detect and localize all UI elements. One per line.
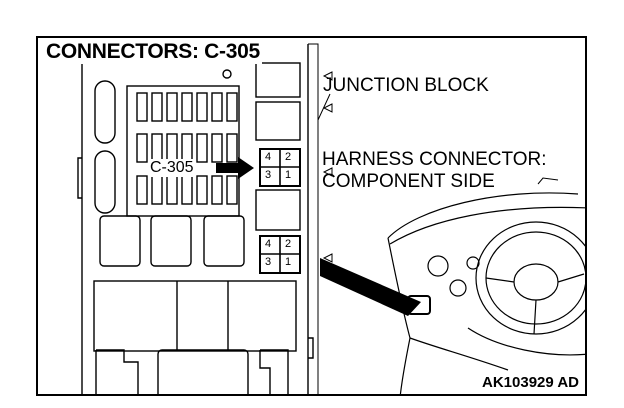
junction-block-label: JUNCTION BLOCK [323,75,489,96]
relay-block [150,215,192,267]
fuse-row-mid [136,133,238,163]
harness-connector-label: HARNESS CONNECTOR: [322,149,547,170]
oval-slot [94,150,116,214]
callout-wedge [320,258,421,316]
pin-number: 3 [265,169,272,181]
connector-c305-highlight [259,148,301,187]
pin-number: 1 [285,256,292,268]
bottom-connector [157,349,249,394]
diagram-frame: CONNECTORS: C-305 JUNCTION BLOCK HARNESS… [36,36,587,396]
page-title: CONNECTORS: C-305 [44,40,262,64]
c305-label: C-305 [149,159,195,177]
pin-number: 4 [265,151,272,163]
fuse-row-bottom [136,175,238,205]
dashboard-illustration [387,192,585,394]
fuse-row-top [136,92,238,122]
connector-lower [259,235,301,274]
component-side-label: COMPONENT SIDE [322,171,495,192]
relay-box [255,101,301,141]
junction-block-drawing [77,43,585,394]
block-outline [81,44,309,394]
c305-arrow [216,157,254,179]
bottom-connector [95,349,139,394]
screw-hole [222,69,232,79]
pin-number: 2 [285,151,292,163]
pin-number: 4 [265,238,272,250]
oval-slot [94,80,116,144]
figure-code: AK103929 AD [482,374,579,391]
pin-number: 1 [285,169,292,181]
relay-block [99,215,141,267]
relay-box [255,189,301,231]
relay-block [203,215,245,267]
bottom-connector [259,349,289,394]
large-relay-block [93,280,297,352]
pin-number: 2 [285,238,292,250]
relay-box [255,62,301,98]
pin-number: 3 [265,256,272,268]
